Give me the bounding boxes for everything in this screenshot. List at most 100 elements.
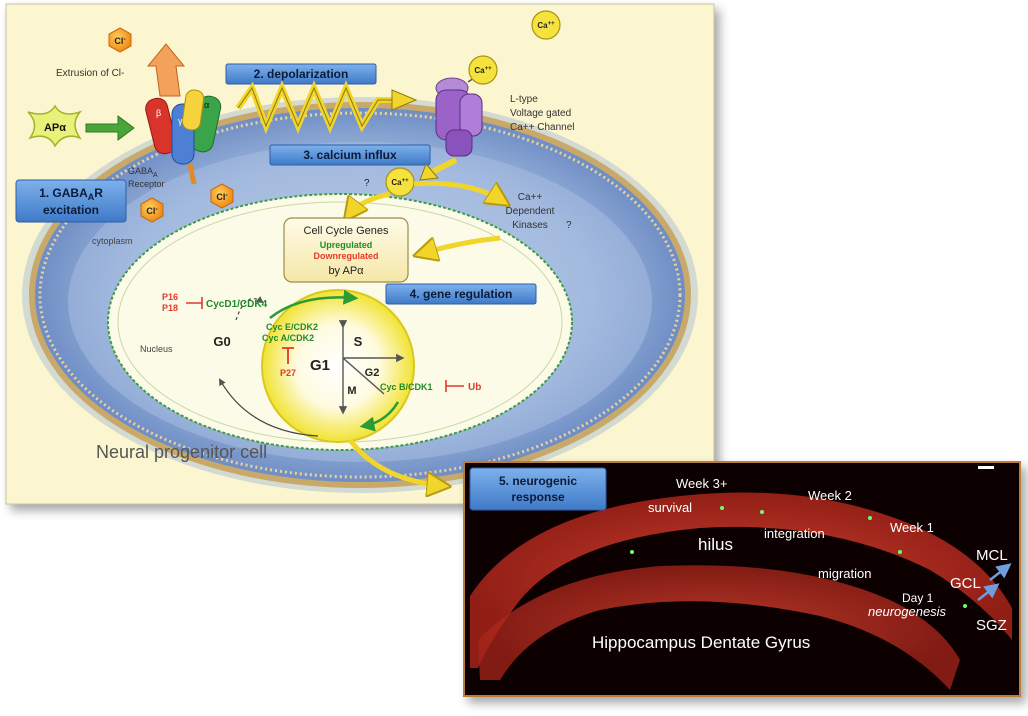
step-1-label: 1. GABA (39, 186, 88, 200)
g0-return-arrow (218, 378, 319, 437)
depolarization-arrowhead (391, 89, 418, 111)
ca-sup-channel: ++ (485, 66, 493, 72)
step-5-label-2: response (511, 490, 565, 504)
neurogenesis-label: neurogenesis (868, 604, 947, 619)
calcium-ion-outside: Ca++ (531, 10, 561, 40)
ltype-label-2: Voltage gated (510, 108, 571, 119)
week3-label: Week 3+ (676, 476, 727, 491)
question-mark-1: ? (364, 178, 370, 189)
phase-g0: G0 (213, 334, 230, 349)
calcium-ion-inside: Ca++ (385, 167, 415, 197)
cl-label-right: Cl (216, 192, 225, 202)
layer-arrow-2 (989, 563, 1012, 581)
cl-label-mid: Cl (146, 206, 155, 216)
p27-inhibition (282, 347, 294, 364)
step-1-tail: R (94, 186, 103, 200)
svg-text:Ca++: Ca++ (474, 66, 492, 75)
ca-sup-inside: ++ (402, 178, 410, 184)
receptor-label-2: Receptor (128, 179, 165, 189)
phase-m: M (347, 385, 356, 397)
receptor-label-1: GABA (128, 166, 153, 176)
svg-text:Cl-: Cl- (146, 206, 158, 216)
ap-alpha-label: APα (44, 122, 66, 134)
genes-title: Cell Cycle Genes (304, 225, 389, 237)
svg-text:Cl-: Cl- (216, 192, 228, 202)
week2-label: Week 2 (808, 488, 852, 503)
ca-label-outside: Ca (537, 21, 548, 30)
step-1-sub: A (88, 192, 95, 202)
neurogenic-arrow (348, 438, 444, 486)
kinase-label-2: Dependent (506, 206, 555, 217)
kinase-label-3: Kinases (512, 220, 548, 231)
receptor-label-sub: A (153, 172, 158, 179)
cycle-arrow-top (269, 289, 359, 319)
ap-alpha-star: APα (27, 104, 83, 148)
cycle-arrow-bottom (359, 401, 400, 432)
step-1-label-2: excitation (43, 203, 99, 217)
cl-sup-top: - (123, 36, 126, 43)
genes-by: by APα (328, 265, 364, 277)
ub-inhibition (445, 380, 464, 392)
step-5-label-1: 5. neurogenic (499, 474, 577, 488)
week1-label: Week 1 (890, 520, 934, 535)
svg-text:Ca++: Ca++ (391, 178, 409, 187)
svg-text:Ca++: Ca++ (537, 21, 555, 30)
cyca-label: Cyc A/CDK2 (262, 333, 314, 343)
genes-downregulated: Downregulated (313, 251, 378, 261)
step-5-box: 5. neurogenic response (469, 467, 607, 511)
cell-cycle-genes-box: Cell Cycle Genes Upregulated Downregulat… (283, 217, 409, 283)
step-2-box: 2. depolarization (225, 63, 377, 85)
cyce-label: Cyc E/CDK2 (266, 322, 318, 332)
chloride-ion-top: Cl- (108, 27, 132, 53)
kinases-to-genes-arrow (420, 235, 501, 254)
ca-sup-outside: ++ (548, 21, 556, 27)
binding-arrow (85, 115, 135, 141)
svg-text:GABAA: GABAA (128, 166, 158, 179)
cytoplasm-label: cytoplasm (92, 236, 133, 246)
ltype-label-3: Ca++ Channel (510, 122, 575, 133)
calcium-influx-arrow (430, 157, 458, 175)
cell-title: Neural progenitor cell (96, 442, 267, 462)
beta-label: β (156, 108, 161, 118)
cell-cycle-circle (261, 289, 415, 443)
sgz-label: SGZ (976, 617, 1007, 634)
survival-label: survival (648, 500, 692, 515)
p18-label: P18 (162, 303, 178, 313)
calcium-ion-channel: Ca++ (468, 55, 498, 85)
mcl-label: MCL (976, 547, 1008, 564)
phase-s: S (354, 334, 363, 349)
hilus-label: hilus (698, 535, 733, 554)
l-type-calcium-channel (435, 73, 483, 157)
p27-label: P27 (280, 368, 296, 378)
ca-to-kinases-arrow (413, 180, 504, 202)
cycd-label: CycD1/CDK4 (206, 299, 268, 310)
genes-upregulated: Upregulated (320, 240, 373, 250)
tissue-title: Hippocampus Dentate Gyrus (592, 633, 810, 652)
gcl-label: GCL (950, 575, 981, 592)
extrusion-label: Extrusion of Cl- (56, 68, 124, 79)
step-4-label: 4. gene regulation (410, 287, 513, 301)
ca-to-genes-arrow (348, 191, 391, 216)
phase-g1: G1 (310, 357, 330, 374)
ca-label-inside: Ca (391, 178, 402, 187)
cycb-label: Cyc B/CDK1 (380, 382, 433, 392)
phase-g2: G2 (365, 367, 380, 379)
kinase-label-1: Ca++ (518, 192, 543, 203)
step-1-box: 1. GABAAR excitation (15, 179, 127, 223)
cl-label-top: Cl (114, 36, 123, 46)
svg-text:1. GABAAR: 1. GABAAR (39, 186, 103, 202)
question-mark-2: ? (566, 220, 572, 231)
ltype-label-1: L-type (510, 94, 538, 105)
svg-text:Cl-: Cl- (114, 36, 126, 46)
chloride-ion-right: Cl- (210, 183, 234, 209)
dentate-gyrus-image (470, 466, 1012, 690)
nucleus-label: Nucleus (140, 344, 173, 354)
gaba-a-receptor: β α γ (145, 43, 222, 185)
ub-label: Ub (468, 382, 481, 393)
ca-label-channel: Ca (474, 66, 485, 75)
step-3-label: 3. calcium influx (303, 148, 397, 162)
chloride-ion-mid: Cl- (140, 197, 164, 223)
day1-label: Day 1 (902, 591, 934, 605)
gamma-label: γ (178, 116, 183, 126)
